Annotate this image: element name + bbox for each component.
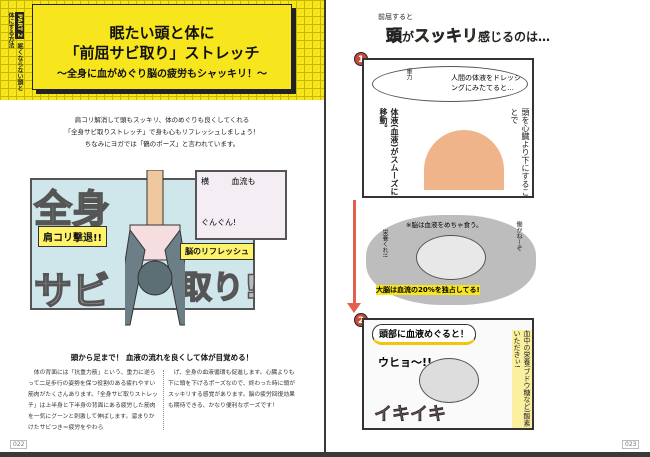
body-column-1: 体の背面には「抗重力筋」という、重力に逆らって二足歩行の姿勢を保つ役割のある疲れ… bbox=[28, 370, 158, 431]
gravity-label: 重力 bbox=[405, 68, 412, 80]
manga-title: 前屈すると 頭がスッキリ感じるのは… bbox=[378, 12, 551, 46]
title-line-2: 「前屈サビ取り」ストレッチ bbox=[64, 44, 260, 62]
big-text: サビ bbox=[33, 268, 111, 314]
section-heading: 頭から足まで！ 血液の流れを良くして体が目覚める！ bbox=[70, 353, 254, 362]
title-box: 眠たい頭と体に 「前屈サビ取り」ストレッチ 〜全身に血がめぐり脳の疲労もシャッキ… bbox=[32, 4, 292, 90]
title-small: 前屈すると bbox=[378, 13, 413, 21]
inset-text: 血流も bbox=[231, 177, 256, 186]
brain-bottom-text: 大脳は血流の20%を独占してる! bbox=[376, 285, 480, 295]
column-divider bbox=[163, 370, 164, 430]
callout-brain: 脳のリフレッシュ bbox=[180, 243, 254, 260]
intro-line: ちなみにヨガでは「鶴のポーズ」と言われています。 bbox=[84, 140, 240, 148]
brain-note: ※脳は血液をめちゃ食う。 bbox=[406, 221, 483, 229]
title-particle: が bbox=[402, 30, 415, 44]
subtitle: 〜全身に血がめぐり脳の疲労もシャッキリ！〜 bbox=[57, 69, 267, 80]
side-tab-text: 眠くならない頭と体にする方法 bbox=[7, 12, 23, 92]
stretch-illustration: 全身 サビ 取り! 横 血流もぐんぐん! 肩コリ撃退!! 脳のリフレッシュ bbox=[30, 170, 287, 340]
cloud-text: 人間の体液をドレッシングにみたてると… bbox=[372, 66, 528, 102]
callout-shoulder: 肩コリ撃退!! bbox=[38, 226, 108, 247]
arrow-head-icon bbox=[347, 303, 361, 313]
intro-line: 肩コリ解消して頭もスッキリ、体のめぐりも良くしてくれる bbox=[74, 116, 250, 124]
head-below-heart-text: 頭を心臓より下にすることで bbox=[510, 108, 530, 196]
fluid-text: 体液(血液)がスムーズに移動。 bbox=[379, 108, 399, 196]
exclaim-text: ウヒョ〜!! bbox=[378, 356, 433, 369]
oxygen-text: 血中の栄養(ブドウ糖など)酸素いただきぃ! bbox=[512, 330, 532, 428]
panel-1: 人間の体液をドレッシングにみたてると… 重力 体液(血液)がスムーズに移動。 頭… bbox=[362, 58, 534, 198]
inset-text: ぐんぐん! bbox=[201, 218, 237, 227]
brain-icon bbox=[416, 235, 486, 280]
page-number: 022 bbox=[10, 440, 28, 449]
brain-left-text: 栄養くれ!! bbox=[381, 229, 388, 258]
body-column-2: げ、全身の血液循環も促進します。心臓よりも下に頭を下げるポーズなので、終わった時… bbox=[168, 370, 296, 409]
happy-brain-icon bbox=[419, 358, 479, 403]
flow-arrow bbox=[353, 200, 356, 305]
title-rest: 感じるのは… bbox=[478, 30, 551, 44]
side-tab: PART 2眠くならない頭と体にする方法 bbox=[6, 12, 24, 94]
right-page: 前屈すると 頭がスッキリ感じるのは… 1 人間の体液をドレッシングにみたてると…… bbox=[326, 0, 650, 452]
left-page: PART 2眠くならない頭と体にする方法 眠たい頭と体に 「前屈サビ取り」ストレ… bbox=[0, 0, 324, 452]
inset-panel: 横 血流もぐんぐん! bbox=[195, 170, 287, 240]
title-head: 頭 bbox=[386, 26, 403, 46]
inset-label: 横 bbox=[201, 177, 209, 186]
brain-scene: ※脳は血液をめちゃ食う。 栄養くれ!! 働かねーぞ 大脳は血流の20%を独占して… bbox=[366, 215, 536, 305]
bending-body bbox=[424, 130, 504, 190]
panel-2: 頭部に血液めぐると！ ウヒョ〜!! イキイキ 血中の栄養(ブドウ糖など)酸素いた… bbox=[362, 318, 534, 430]
title-line-1: 眠たい頭と体に bbox=[109, 24, 215, 42]
brain-right-text: 働かねーぞ bbox=[515, 221, 522, 251]
big-text: 取り! bbox=[179, 267, 259, 307]
page-number: 023 bbox=[622, 440, 640, 449]
panel-2-bubble: 頭部に血液めぐると！ bbox=[372, 324, 476, 345]
title-sukkiri: スッキリ bbox=[414, 26, 479, 46]
intro-line: 「全身サビ取りストレッチ」で身も心もリフレッシュしましょう！ bbox=[64, 128, 260, 136]
stretching-figure bbox=[125, 170, 185, 326]
ikiiki-text: イキイキ bbox=[374, 404, 447, 426]
big-text: 全身 bbox=[33, 186, 111, 232]
part-label: PART 2 bbox=[15, 12, 24, 40]
intro-text: 肩コリ解消して頭もスッキリ、体のめぐりも良くしてくれる 「全身サビ取りストレッチ… bbox=[30, 114, 294, 150]
